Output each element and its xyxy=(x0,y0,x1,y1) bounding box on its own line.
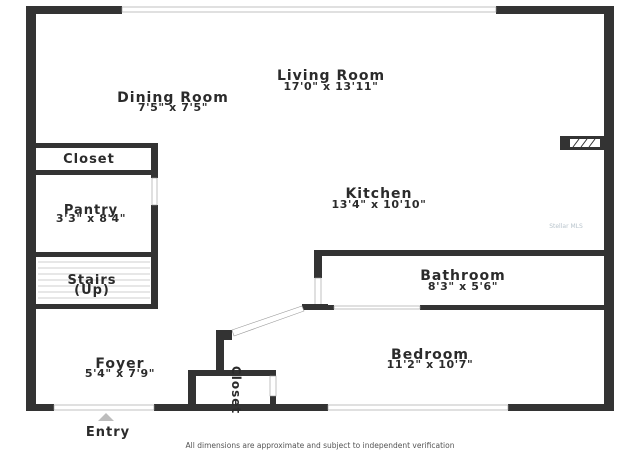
room-labels: Living Room 17'0" x 13'11" Dining Room 7… xyxy=(56,68,506,414)
wall-bottom-right xyxy=(508,404,614,411)
dining-room-dims: 7'5" x 7'5" xyxy=(138,101,208,114)
closet-lower-door xyxy=(269,375,277,397)
closet-lower-right-wall-bottom xyxy=(270,396,276,410)
living-room-dims: 17'0" x 13'11" xyxy=(284,80,379,93)
kitchen-dims: 13'4" x 10'10" xyxy=(332,198,427,211)
closet-bottom-wall xyxy=(36,170,158,175)
pantry-label: Pantry xyxy=(64,203,118,218)
stair-treads xyxy=(38,261,150,299)
living-room-label: Living Room xyxy=(277,68,385,84)
dining-room-label: Dining Room xyxy=(117,90,229,106)
watermark: Stellar MLS xyxy=(549,223,583,230)
dimensions-disclaimer: All dimensions are approximate and subje… xyxy=(186,441,455,450)
bathroom-opening xyxy=(333,305,421,310)
bedroom-walls xyxy=(188,304,328,410)
bedroom-door-angled xyxy=(231,305,305,337)
bathroom-dims: 8'3" x 5'6" xyxy=(428,280,498,293)
bedroom-corner-wall xyxy=(302,304,328,310)
closet-lower-top-wall xyxy=(188,370,276,376)
bathroom-label: Bathroom xyxy=(420,268,506,284)
exterior-walls xyxy=(26,6,614,411)
bedroom-dims: 11'2" x 10'7" xyxy=(387,358,474,371)
bathroom-left-wall-upper xyxy=(314,250,322,278)
bathroom-door xyxy=(314,277,322,306)
entry-door-opening xyxy=(53,404,155,411)
wall-left xyxy=(26,6,36,410)
pantry-dims: 3'3" x 8'4" xyxy=(56,212,126,225)
stairs-bottom-wall xyxy=(36,304,158,309)
storage-column-walls xyxy=(36,143,158,309)
closet-lower-left-wall xyxy=(188,370,196,410)
pantry-door xyxy=(151,177,158,206)
wall-bottom-mid xyxy=(154,404,328,411)
window-bottom xyxy=(327,404,509,411)
windows xyxy=(53,6,509,411)
storage-right-wall-upper xyxy=(151,143,158,178)
foyer-dims: 5'4" x 7'9" xyxy=(85,367,155,380)
bedroom-label: Bedroom xyxy=(391,347,469,363)
stairs-label: Stairs xyxy=(68,273,117,288)
bathroom-top-wall xyxy=(314,250,604,256)
wall-top-left xyxy=(26,6,122,14)
closet-upper-label: Closet xyxy=(63,152,115,167)
bathroom-bottom-wall xyxy=(420,305,604,310)
wall-bottom-left xyxy=(26,404,54,411)
entry-arrow-icon xyxy=(98,413,114,421)
wall-right xyxy=(604,6,614,410)
fireplace-icon xyxy=(560,136,604,150)
wall-top-right xyxy=(496,6,614,14)
closet-lower-label: Closet xyxy=(229,366,243,414)
bedroom-left-wall xyxy=(216,330,224,376)
stairs-direction: (Up) xyxy=(74,283,110,298)
window-top xyxy=(121,6,497,13)
kitchen-label: Kitchen xyxy=(345,186,412,202)
entry-label: Entry xyxy=(86,425,130,440)
closet-top-wall xyxy=(36,143,158,148)
pantry-bottom-wall xyxy=(36,252,158,257)
foyer-label: Foyer xyxy=(95,356,144,372)
